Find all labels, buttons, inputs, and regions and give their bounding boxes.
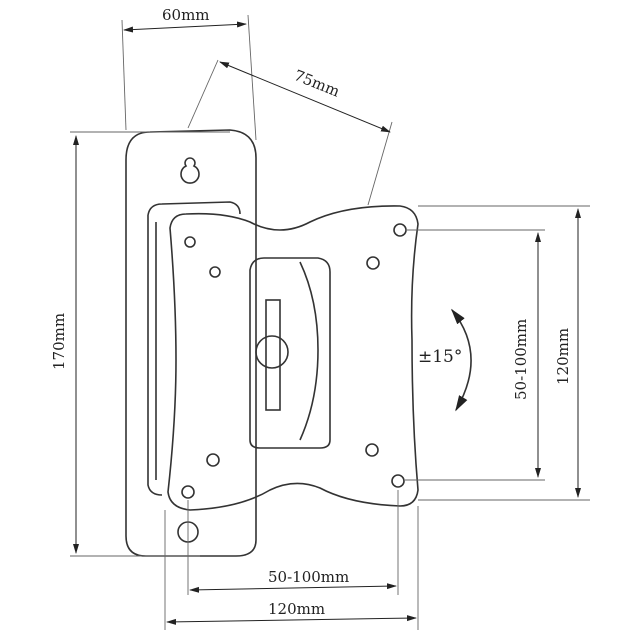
tilt-arrow-icon [451,308,472,412]
keyhole-icon [180,157,200,184]
dim-60mm: 60mm [162,6,210,24]
dim-120mm-vertical: 120mm [554,328,572,385]
dim-75mm: 75mm [291,66,342,101]
dim-vesa-horizontal: 50-100mm [268,568,349,586]
mounting-holes [181,223,407,499]
wall-plate [125,129,257,557]
tilt-slot [265,299,281,411]
arm-bracket [147,201,241,496]
vesa-plate [167,205,419,511]
dim-120mm-horizontal: 120mm [268,600,325,618]
dim-vesa-vertical: 50-100mm [512,319,530,400]
center-bracket [249,257,331,449]
tilt-knob [255,335,289,369]
dim-170mm: 170mm [50,313,68,370]
tilt-angle-label: ±15° [418,347,462,367]
